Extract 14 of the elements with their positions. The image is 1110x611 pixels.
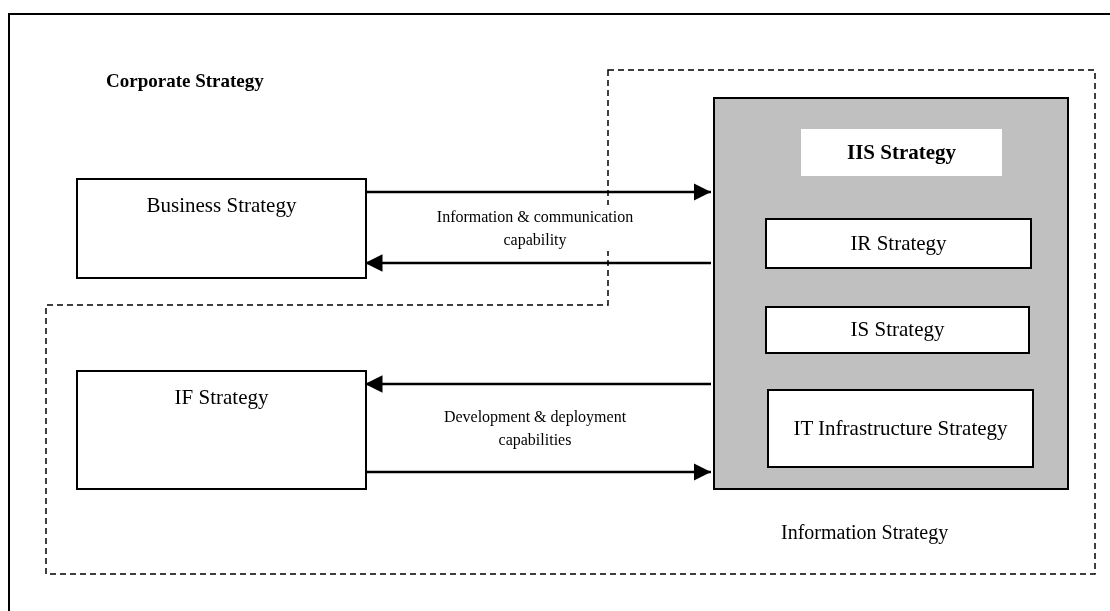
strategy-box: IF Strategy xyxy=(76,370,367,490)
strategy-box: IR Strategy xyxy=(765,218,1032,269)
frame-box xyxy=(8,13,1110,611)
strategy-box: IT Infrastructure Strategy xyxy=(767,389,1034,468)
strategy-box: Business Strategy xyxy=(76,178,367,279)
arrow xyxy=(365,183,711,201)
frame-title: Corporate Strategy xyxy=(106,70,264,92)
arrow xyxy=(365,375,711,393)
arrow xyxy=(365,463,711,481)
arrow xyxy=(365,254,711,272)
shaded-panel xyxy=(713,97,1069,490)
strategy-box: IS Strategy xyxy=(765,306,1030,354)
panel-heading: IIS Strategy xyxy=(801,129,1002,176)
region-label: Information Strategy xyxy=(781,521,949,544)
